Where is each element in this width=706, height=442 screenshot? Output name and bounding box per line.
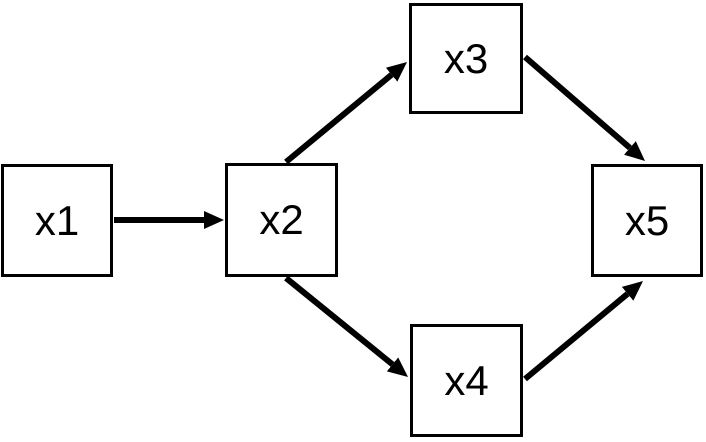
node-x4: x4 (410, 324, 523, 437)
edge-x4-x5 (523, 281, 643, 382)
node-x2-label: x2 (259, 196, 304, 243)
node-x4-label: x4 (444, 356, 489, 404)
node-x1: x1 (1, 164, 113, 277)
node-x1-label: x1 (34, 196, 80, 244)
node-x3: x3 (409, 3, 523, 114)
edge-x2-x3 (284, 61, 408, 165)
node-x2: x2 (225, 163, 338, 277)
node-x5: x5 (591, 164, 703, 277)
edge-x3-x5 (523, 54, 646, 161)
node-x5-label: x5 (624, 196, 670, 244)
node-x3-label: x3 (443, 34, 489, 82)
edge-x2-x4 (284, 275, 409, 378)
